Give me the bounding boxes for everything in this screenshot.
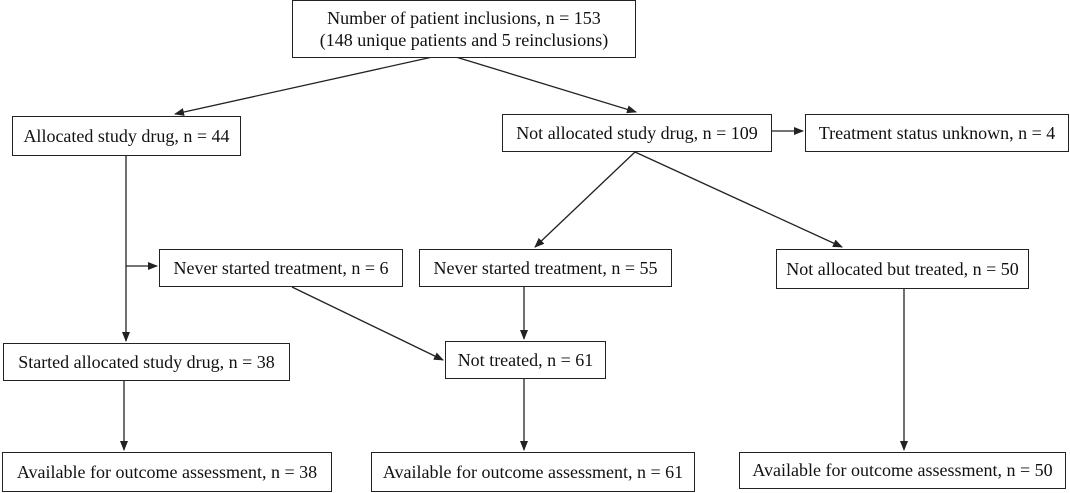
total-inclusions-box: Number of patient inclusions, n = 153 (1… <box>292 0 636 58</box>
never-started-allocated-label: Never started treatment, n = 6 <box>173 257 389 278</box>
available-outcome-treated-label: Available for outcome assessment, n = 50 <box>752 460 1053 481</box>
not-allocated-study-drug-label: Not allocated study drug, n = 109 <box>516 122 758 143</box>
available-outcome-allocated-box: Available for outcome assessment, n = 38 <box>2 452 332 492</box>
arrow-not-allocated-to-never-started-b <box>534 151 636 248</box>
treatment-status-unknown-box: Treatment status unknown, n = 4 <box>805 114 1069 152</box>
started-allocated-drug-label: Started allocated study drug, n = 38 <box>18 351 275 372</box>
allocated-study-drug-label: Allocated study drug, n = 44 <box>23 125 230 146</box>
arrow-not-allocated-to-treated <box>634 151 843 248</box>
arrow-never-started-a-to-not-treated <box>291 286 444 361</box>
available-outcome-treated-box: Available for outcome assessment, n = 50 <box>739 452 1066 489</box>
total-inclusions-line1: Number of patient inclusions, n = 153 <box>327 7 601 28</box>
available-outcome-allocated-label: Available for outcome assessment, n = 38 <box>16 461 318 482</box>
not-treated-box: Not treated, n = 61 <box>445 341 606 379</box>
never-started-not-allocated-label: Never started treatment, n = 55 <box>433 257 658 278</box>
not-allocated-treated-label: Not allocated but treated, n = 50 <box>786 258 1019 279</box>
available-outcome-not-treated-label: Available for outcome assessment, n = 61 <box>382 461 684 482</box>
allocated-study-drug-box: Allocated study drug, n = 44 <box>12 116 241 156</box>
not-allocated-study-drug-box: Not allocated study drug, n = 109 <box>502 114 772 152</box>
never-started-allocated-box: Never started treatment, n = 6 <box>159 249 403 287</box>
arrow-total-to-allocated <box>174 53 447 116</box>
treatment-status-unknown-label: Treatment status unknown, n = 4 <box>818 122 1056 143</box>
not-treated-label: Not treated, n = 61 <box>457 349 594 370</box>
never-started-not-allocated-box: Never started treatment, n = 55 <box>419 249 672 287</box>
not-allocated-treated-box: Not allocated but treated, n = 50 <box>776 249 1029 289</box>
started-allocated-drug-box: Started allocated study drug, n = 38 <box>3 343 290 381</box>
available-outcome-not-treated-box: Available for outcome assessment, n = 61 <box>371 452 695 492</box>
arrow-total-to-not-allocated <box>445 53 637 114</box>
total-inclusions-line2: (148 unique patients and 5 reinclusions) <box>319 30 609 50</box>
